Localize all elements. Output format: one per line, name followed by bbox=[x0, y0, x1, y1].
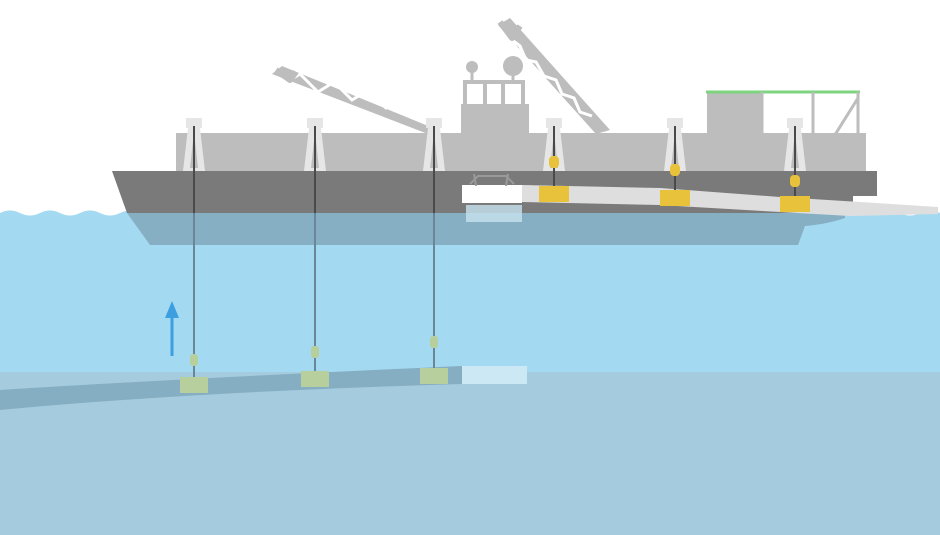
radar-dome bbox=[503, 56, 523, 76]
lift-shackle-2 bbox=[311, 346, 319, 358]
lift-shackle-4 bbox=[549, 156, 559, 168]
pipe-clamp-4 bbox=[539, 186, 569, 202]
antenna-dome-small bbox=[466, 61, 478, 73]
hull-underwater bbox=[127, 213, 845, 245]
pipe-clamp-1 bbox=[180, 377, 208, 393]
lift-shackle-6 bbox=[790, 175, 800, 187]
ramp-underwater-ghost bbox=[466, 205, 522, 222]
deck-house bbox=[706, 90, 860, 171]
crane-left bbox=[272, 66, 433, 134]
pipe-seabed bbox=[0, 366, 462, 410]
seabed bbox=[0, 372, 940, 535]
lift-shackle-1 bbox=[190, 354, 198, 366]
pipe-on-deck bbox=[522, 185, 938, 216]
lift-shackle-5 bbox=[670, 164, 680, 176]
bridge bbox=[461, 56, 529, 136]
pipe-clamp-5 bbox=[660, 190, 690, 206]
pipe-section-ghost bbox=[462, 366, 527, 384]
pipe-clamp-3 bbox=[420, 368, 448, 384]
superstructure bbox=[176, 133, 866, 171]
lift-shackle-3 bbox=[430, 336, 438, 348]
arrow-up-icon bbox=[165, 301, 179, 356]
deck-pipe-ramp bbox=[462, 173, 522, 203]
crane-right bbox=[497, 18, 610, 134]
pipe-clamp-2 bbox=[301, 371, 329, 387]
pipe-clamp-6 bbox=[780, 196, 810, 212]
